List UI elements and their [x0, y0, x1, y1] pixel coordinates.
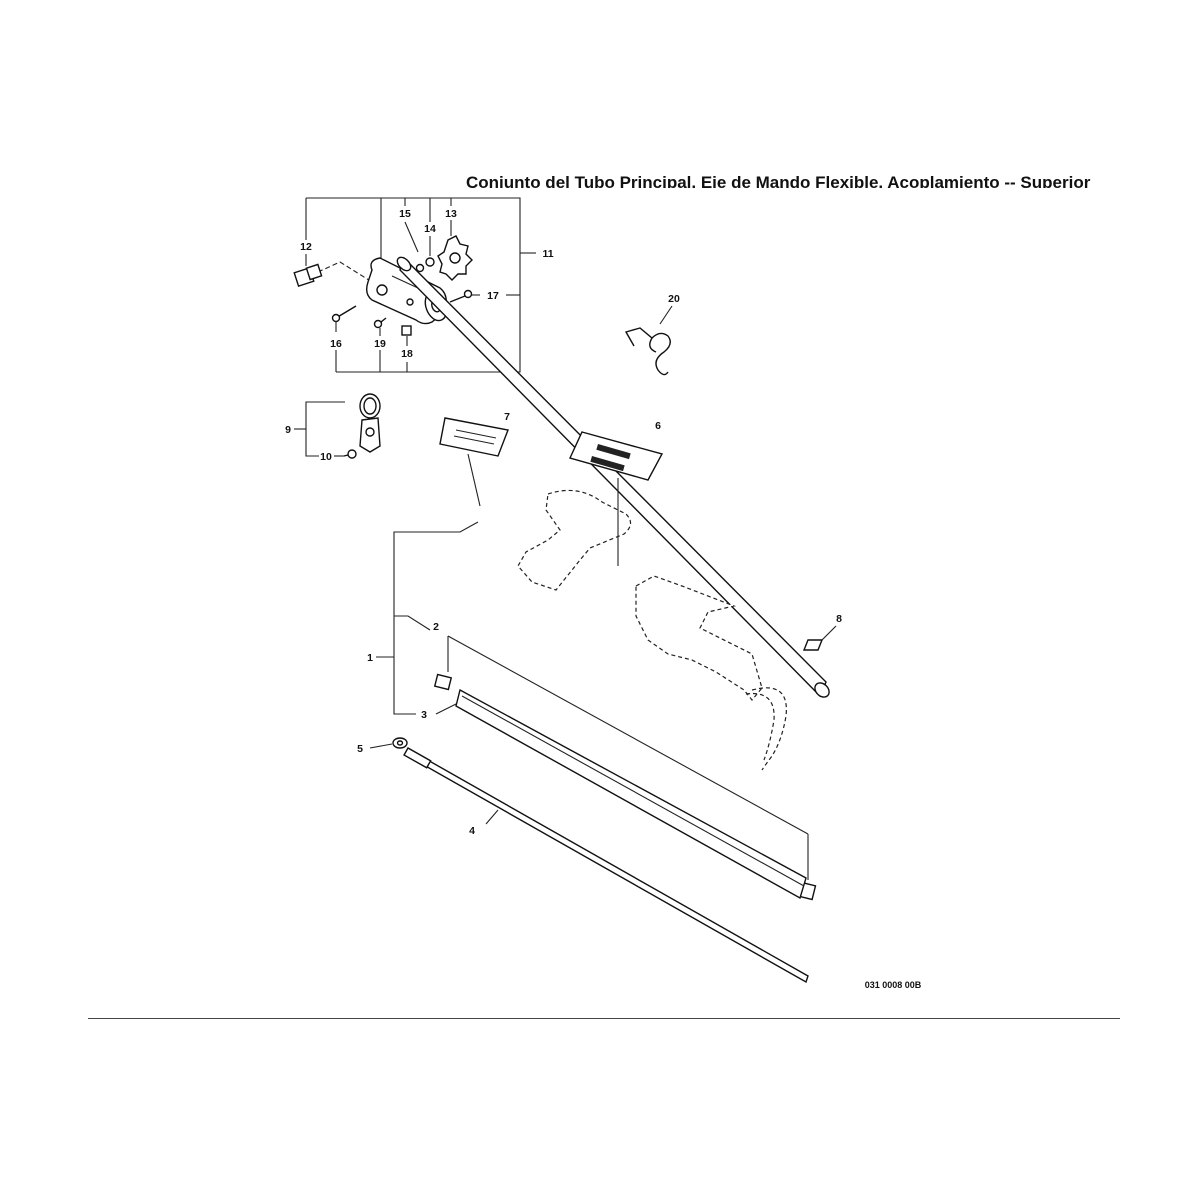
callout-1: 1 — [367, 652, 373, 664]
footer-divider — [88, 1018, 1120, 1019]
callout-12: 12 — [300, 241, 312, 253]
callout-11: 11 — [542, 248, 553, 260]
callout-4: 4 — [469, 825, 475, 837]
callout-17: 17 — [487, 290, 499, 302]
callout-5: 5 — [357, 743, 363, 755]
clamp-bracket — [294, 401, 345, 457]
part-8-label — [802, 625, 837, 651]
callout-7: 7 — [504, 411, 510, 423]
main-tube — [396, 256, 830, 698]
callout-8: 8 — [836, 613, 842, 625]
part-18-nut — [401, 325, 412, 336]
callout-labels: 1 2 3 4 5 6 7 8 9 10 11 12 13 14 15 16 1… — [285, 208, 842, 837]
part-4-drive-shaft — [403, 747, 809, 984]
callout-10: 10 — [320, 451, 332, 463]
part-7-label — [439, 417, 509, 507]
callout-16: 16 — [330, 338, 342, 350]
part-10-screw — [343, 449, 357, 459]
part-12-fitting — [293, 263, 323, 288]
part-16-bolt — [331, 305, 357, 323]
callout-19: 19 — [374, 338, 386, 350]
callout-2: 2 — [433, 621, 439, 633]
callout-20: 20 — [668, 293, 680, 305]
part-17-bolt — [449, 289, 473, 303]
part-3-liner — [455, 688, 807, 900]
part-15-washer — [415, 263, 425, 273]
part-5-washer — [369, 737, 408, 749]
drawing-code: 031 0008 00B — [865, 980, 922, 990]
callout-14: 14 — [424, 223, 436, 235]
callout-6: 6 — [655, 420, 661, 432]
part-13-star-knob — [437, 235, 473, 281]
callout-18: 18 — [401, 348, 413, 360]
coupling-assembly-bracket — [305, 197, 536, 373]
part-9-clamp — [359, 393, 381, 453]
part-14-washer — [425, 257, 435, 267]
tube-assembly-bracket — [376, 521, 479, 715]
callout-13: 13 — [445, 208, 457, 220]
callout-15: 15 — [399, 208, 411, 220]
phantom-handle — [517, 489, 787, 771]
part-19-screw — [373, 317, 387, 329]
page-title: Conjunto del Tubo Principal, Eje de Mand… — [466, 173, 1091, 188]
part-20-hanger-hook — [624, 305, 673, 376]
part-6-label — [569, 431, 664, 566]
callout-9: 9 — [285, 424, 291, 436]
callout-3: 3 — [421, 709, 427, 721]
